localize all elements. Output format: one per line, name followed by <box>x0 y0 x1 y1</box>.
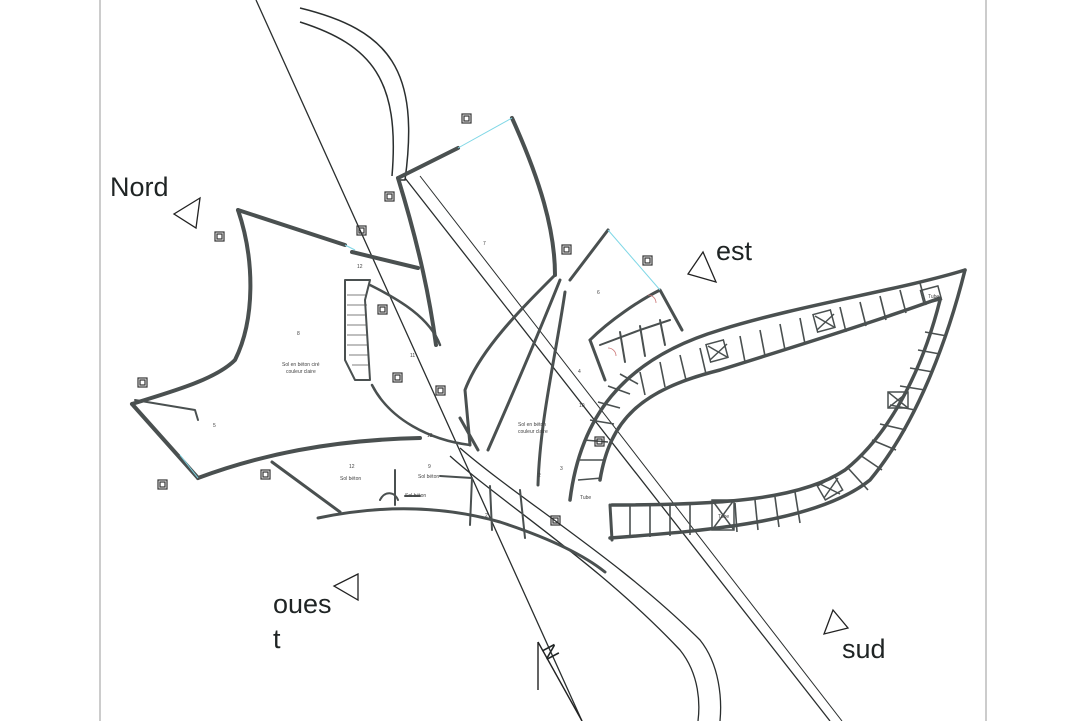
stair-note-a: Tube <box>580 495 591 501</box>
sud-triangle-icon <box>822 608 850 635</box>
floor-note-beton-b: Sol béton <box>418 474 439 480</box>
room-label-2b: 2 <box>485 513 488 519</box>
ouest-triangle-icon <box>332 572 359 602</box>
nord-triangle-icon <box>172 196 201 230</box>
central-room <box>396 116 562 452</box>
lower-left-rooms <box>270 460 607 574</box>
room-label-11: 11 <box>410 353 415 359</box>
label-ouest-line1: oues <box>273 589 332 619</box>
diagonal-axis-line <box>255 0 843 722</box>
label-north-arrow: N <box>537 641 563 664</box>
leaf-walkway <box>568 268 967 542</box>
label-ouest-line2: t <box>273 624 281 654</box>
label-sud: sud <box>842 634 886 664</box>
north-arrow-icon <box>537 641 583 722</box>
room-label-2a: 2 <box>538 473 541 479</box>
label-nord: Nord <box>110 172 169 202</box>
restroom-block <box>536 228 684 487</box>
floor-note-center-1: Sol en béton <box>518 422 546 428</box>
est-triangle-icon <box>686 250 718 284</box>
floor-note-center-2: couleur claire <box>518 429 548 435</box>
room-label-10: 10 <box>579 403 585 409</box>
room-label-7: 7 <box>483 241 486 247</box>
floor-note-beton-c: Sol béton <box>405 493 426 499</box>
floor-note-left-2: couleur claire <box>286 369 316 375</box>
floor-note-left-1: Sol en béton ciré <box>282 362 320 368</box>
room-label-12b: 12 <box>427 433 433 439</box>
room-label-4: 4 <box>578 369 581 375</box>
floor-note-beton-a: Sol béton <box>340 476 361 482</box>
room-label-3: 3 <box>560 466 563 472</box>
room-label-12a: 12 <box>357 264 363 270</box>
label-est: est <box>716 236 753 266</box>
room-label-8: 8 <box>297 331 300 337</box>
stair-note-c: Tube <box>928 294 939 300</box>
room-label-9: 9 <box>428 464 431 470</box>
page-frame <box>99 0 987 721</box>
room-label-6: 6 <box>597 290 600 296</box>
direction-markers <box>172 196 850 635</box>
room-label-5: 5 <box>213 423 216 429</box>
stair-note-b: Tube <box>718 514 729 520</box>
room-label-12c: 12 <box>349 464 355 470</box>
curved-road <box>299 7 722 722</box>
column-markers <box>137 113 653 526</box>
